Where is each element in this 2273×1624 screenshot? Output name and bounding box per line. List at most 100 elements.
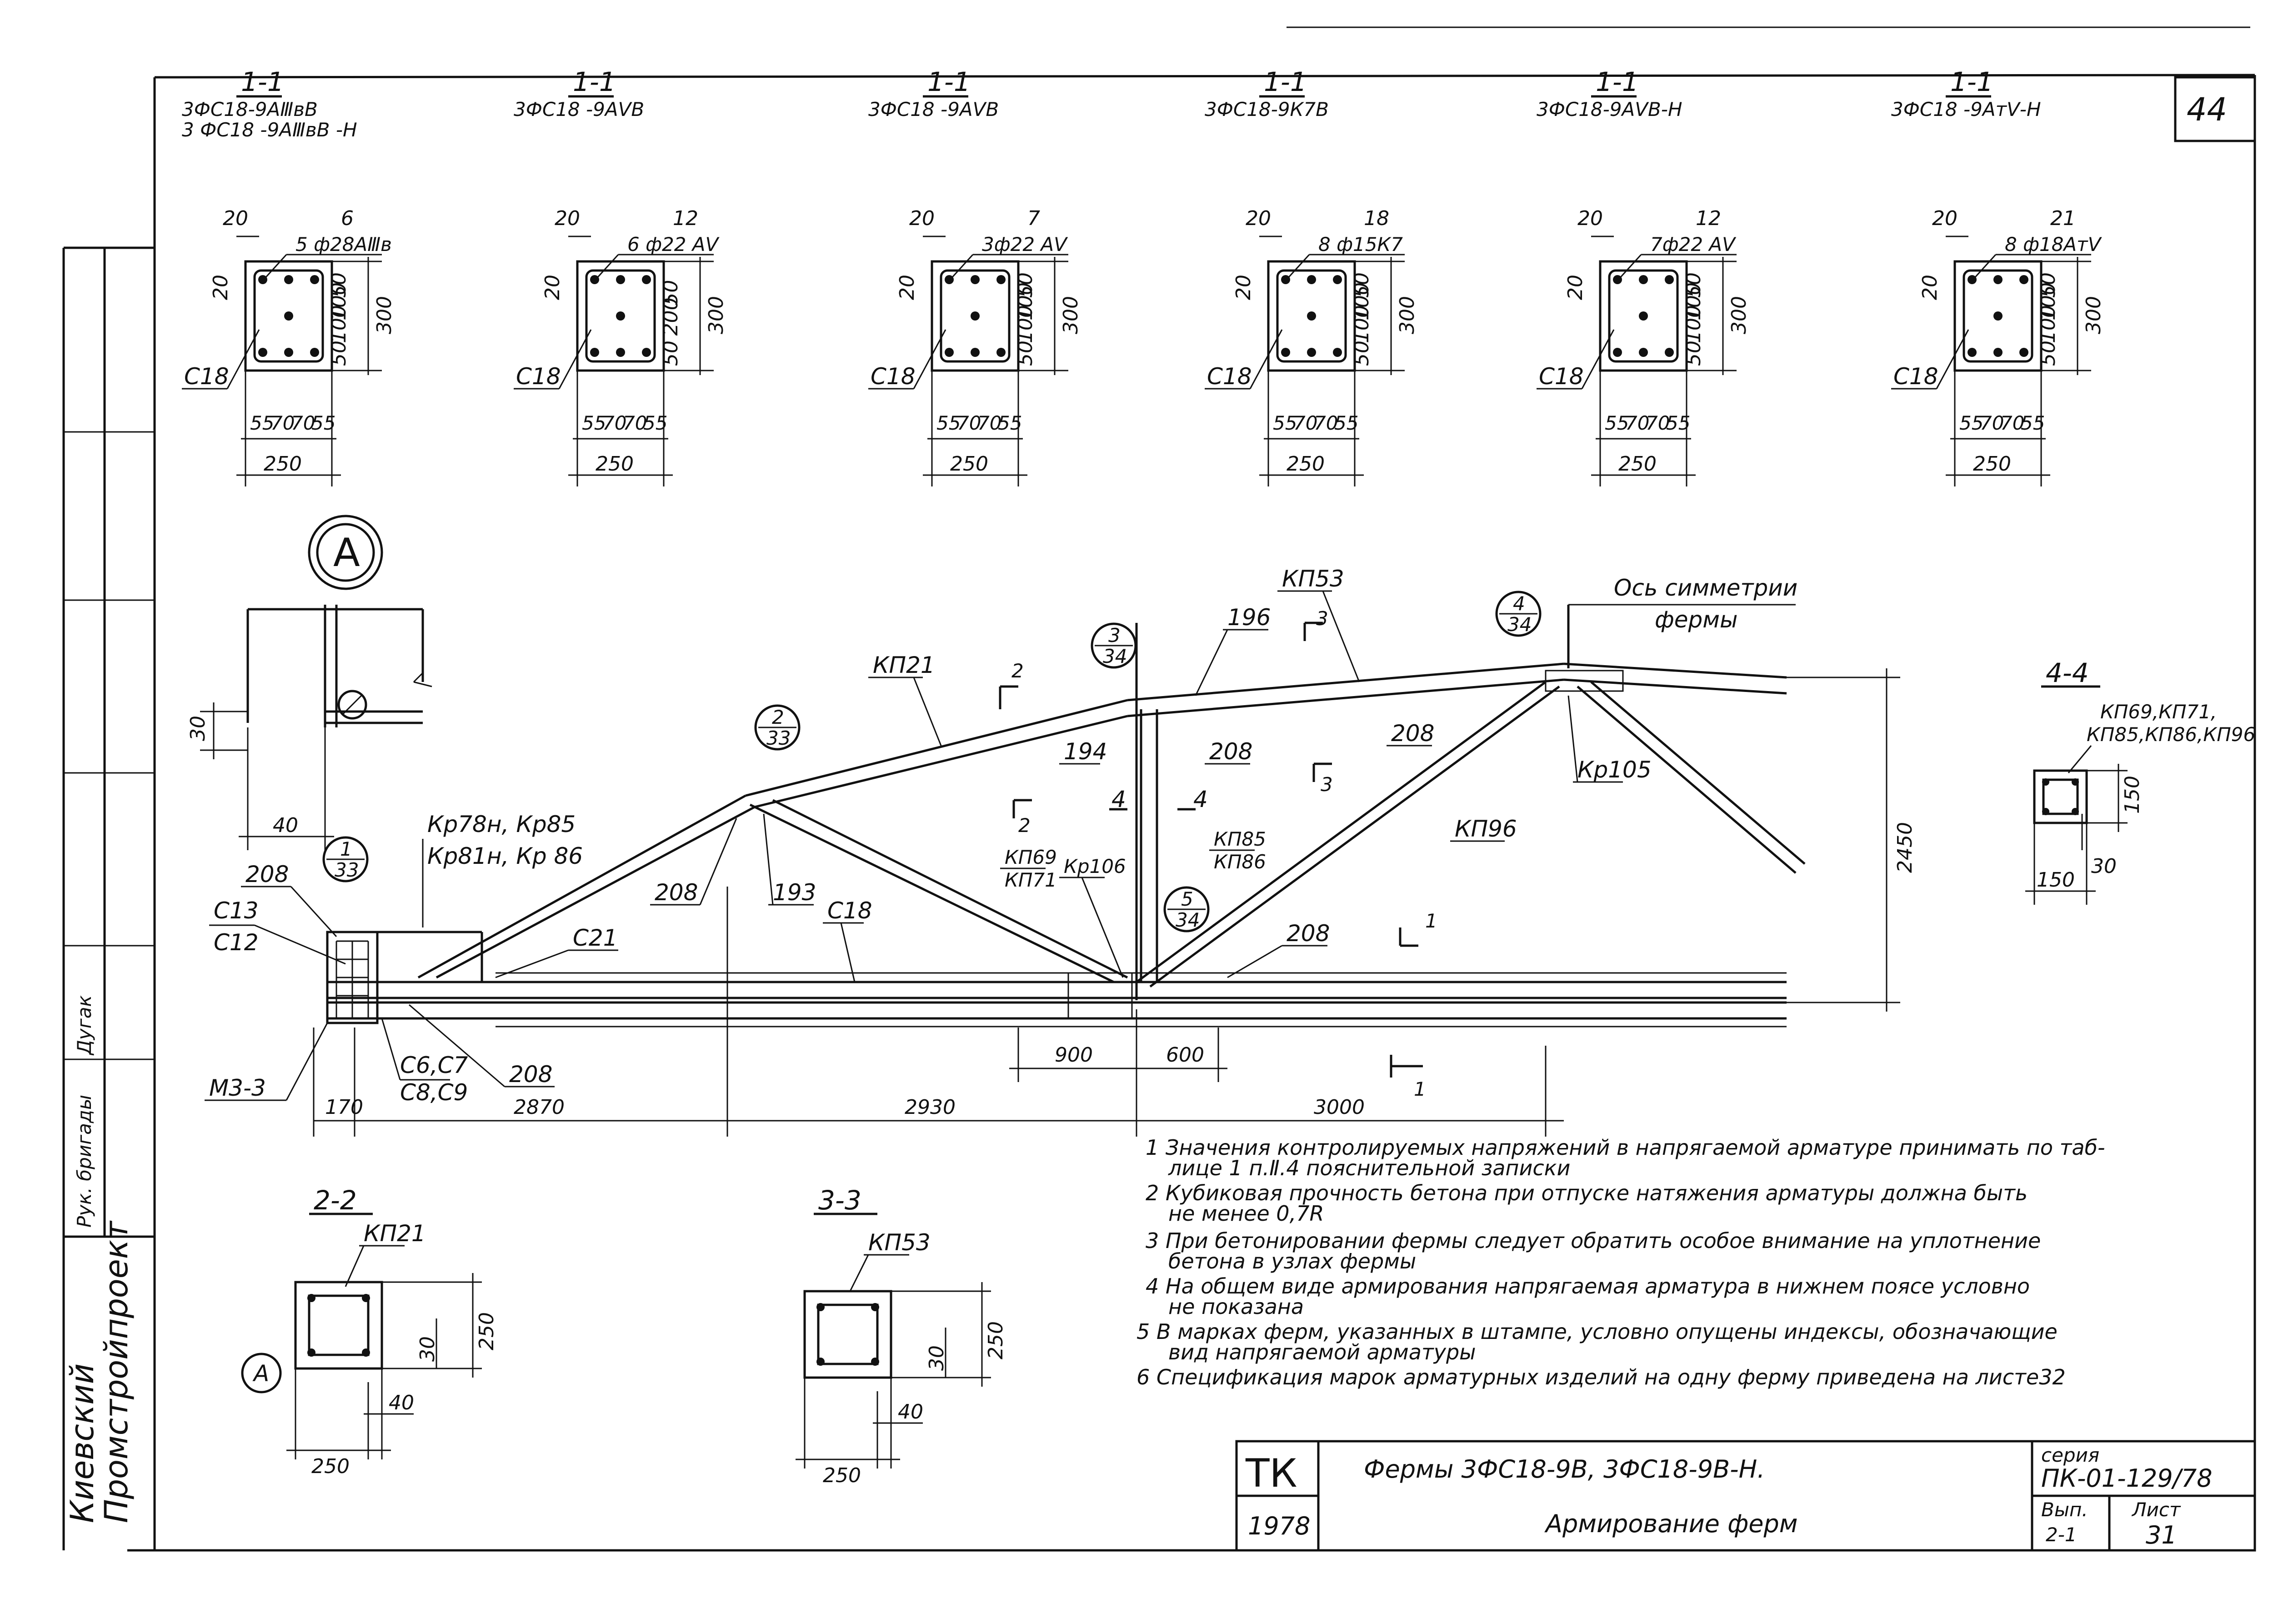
rebar-dot-7 <box>284 311 293 321</box>
section-33-mark: КП53 <box>868 1229 931 1256</box>
bars-spec: 6 ф22 AⅤ <box>627 233 720 256</box>
cut-4-right: 4 <box>1193 786 1208 812</box>
inner-dim-3: 100 <box>1682 282 1705 321</box>
bars-leader-tip <box>263 254 287 281</box>
section-stirrup <box>585 269 656 363</box>
section-33-dim-h: 250 <box>823 1464 861 1487</box>
bottom-dim-3: 70 <box>623 412 647 434</box>
section-outline <box>576 260 665 372</box>
section-width: 250 <box>1618 452 1657 476</box>
rebar-dot-7 <box>1993 311 2003 321</box>
rebar-dot-4 <box>590 348 599 357</box>
section-22-mark: КП21 <box>364 1220 426 1247</box>
rebar-dot-7 <box>1639 311 1648 321</box>
truss-labels: КП53 КП21 Ось симметрии фермы 196 208 Кр… <box>205 566 1797 1106</box>
stirrup-leader-tip <box>913 329 946 389</box>
inner-dim-3: 50 <box>659 280 682 306</box>
note-4a: 4 На общем виде армирования напрягаемая … <box>1146 1274 2030 1298</box>
label-kr81: Кр81н, Кр 86 <box>427 843 583 869</box>
stirrup-leader-tip <box>1936 329 1969 389</box>
label-kp21: КП21 <box>873 652 935 678</box>
section-width: 250 <box>950 452 988 476</box>
sheet-label: Лист <box>2131 1499 2181 1521</box>
section-33-title: 3-3 <box>818 1185 861 1216</box>
callout-1: 133 <box>322 836 369 882</box>
section-22-dim-40: 40 <box>389 1391 414 1414</box>
bottom-dim-1: 55 <box>250 412 274 434</box>
label-kr105: Кр105 <box>1577 757 1652 783</box>
note-2a: 2 Кубиковая прочность бетона при отпуске… <box>1146 1181 2028 1205</box>
stirrup-label: С18 <box>1539 363 1584 390</box>
stirrup-label: С18 <box>184 363 229 390</box>
rebar-dot-4 <box>1968 348 1977 357</box>
inner-dim-3: 100 <box>1350 282 1373 321</box>
bottom-dim-2: 70 <box>270 412 295 434</box>
cut-4-left: 4 <box>1111 786 1126 812</box>
rebar-dot-4 <box>1281 348 1290 357</box>
inner-dim-4: 50 <box>2037 272 2060 298</box>
rebar-dot-6 <box>310 348 319 357</box>
side-dim: 20 <box>1918 275 1942 300</box>
label-m33: М3-3 <box>209 1075 266 1101</box>
stirrup-label: С18 <box>516 363 561 390</box>
bottom-dim-3: 70 <box>1646 412 1670 434</box>
note-4b: не показана <box>1168 1294 1304 1319</box>
callout-circle <box>1495 591 1542 637</box>
section-mark-2: 3 ФС18 -9AⅢвВ -Н <box>182 119 357 141</box>
callout-3: 334 <box>1091 622 1137 669</box>
inner-dim-2: 100 <box>2037 305 2060 343</box>
top-dim: 20 <box>555 207 580 230</box>
section-44-dim-v: 150 <box>2121 776 2144 814</box>
note-5a: 5 В марках ферм, указанных в штампе, усл… <box>1136 1319 2058 1344</box>
section-outline <box>1953 260 2043 372</box>
title-sub: Армирование ферм <box>1544 1509 1797 1538</box>
series-value: ПК-01-129/78 <box>2041 1464 2213 1493</box>
callout-circle <box>754 704 801 751</box>
bars-spec: 5 ф28AⅢв <box>295 233 392 256</box>
inner-dim-2: 200 <box>659 297 682 336</box>
inner-dim-1: 50 <box>1350 341 1373 366</box>
section-22-dim-h: 250 <box>311 1455 350 1478</box>
rebar-dot-5 <box>971 348 980 357</box>
side-stamp-role: Рук. бригады <box>73 1095 95 1228</box>
rebar-dot-2 <box>1639 275 1648 284</box>
section-stirrup <box>1963 269 2033 363</box>
stirrup-leader-tip <box>1249 329 1283 389</box>
side-stamp-name: Дугак <box>73 995 95 1056</box>
label-kp69: КП69 <box>1005 846 1057 868</box>
inner-dim-4: 50 <box>1682 272 1705 298</box>
inner-dim-4: 50 <box>1014 272 1037 298</box>
inner-dim-1: 50 <box>2037 341 2060 366</box>
bottom-dim-3: 70 <box>977 412 1001 434</box>
label-c6c7: С6,С7 <box>400 1052 468 1078</box>
section-44-dim-30: 30 <box>2091 855 2117 878</box>
issue-label: Вып. <box>2041 1499 2088 1521</box>
bar-number: 6 <box>341 207 354 230</box>
section-title: 1-1 <box>573 66 616 97</box>
label-kp86: КП86 <box>1214 851 1266 873</box>
section-22-callout: А <box>252 1360 269 1387</box>
inner-dim-4: 50 <box>1350 272 1373 298</box>
rebar-dot-5 <box>616 348 625 357</box>
section-mark: 3ФС18-9AⅢвВ <box>182 98 318 120</box>
inner-dim-2: 100 <box>1350 305 1373 343</box>
bottom-dim-1: 55 <box>582 412 606 434</box>
section-22-title: 2-2 <box>314 1185 357 1216</box>
section-3-3: 3-3 КП53 250 30 40 250 <box>796 1185 1007 1487</box>
top-dim: 20 <box>909 207 935 230</box>
rebar-dot-3 <box>642 275 651 284</box>
title-main: Фермы 3ФС18-9В, 3ФС18-9В-Н. <box>1364 1455 1765 1484</box>
dim-170: 170 <box>325 1096 363 1119</box>
section-height: 300 <box>1396 296 1419 334</box>
bottom-dim-1: 55 <box>1959 412 1983 434</box>
dim-3000: 3000 <box>1314 1096 1365 1119</box>
rebar-dot-4 <box>1613 348 1622 357</box>
side-dim: 20 <box>209 275 232 300</box>
section-mark: 3ФС18-9К7В <box>1205 98 1329 120</box>
callout-sheet: 33 <box>766 727 791 749</box>
bars-leader-tip <box>595 254 619 281</box>
callout-detail: 4 <box>1513 592 1525 615</box>
